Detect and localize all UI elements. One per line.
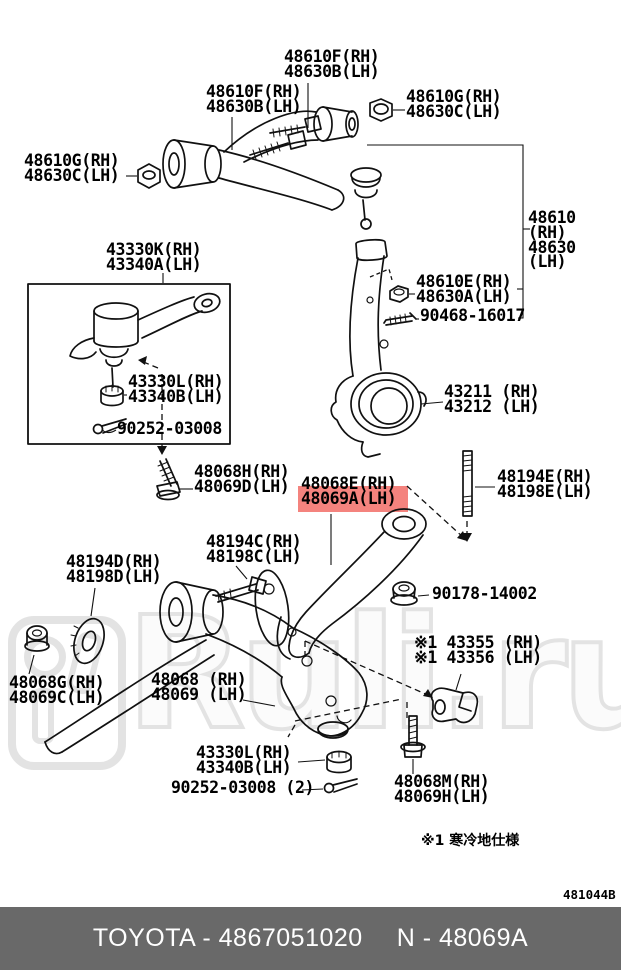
bolt-48068H xyxy=(156,458,181,501)
watermark-logo-circle xyxy=(24,636,66,678)
figure-code: 481044B xyxy=(563,887,616,902)
watermark-text: Ruli.ru xyxy=(124,583,621,764)
nut-48610G-right xyxy=(369,98,393,122)
cam-bolt-48194C xyxy=(215,569,290,647)
ball-joint-box-43330K xyxy=(27,283,231,445)
part-label-43211-43212[interactable]: 43211 (RH) 43212 (LH) xyxy=(444,382,540,416)
part-label-48194C-48198C[interactable]: 48194C(RH) 48198C(LH) xyxy=(206,532,302,566)
part-label-48610F-48630B-a[interactable]: 48610F(RH) 48630B(LH) xyxy=(284,47,380,81)
part-label-43330L-43340B-bottom[interactable]: 43330L(RH) 43340B(LH) xyxy=(196,743,292,777)
part-label-48068-48069[interactable]: 48068 (RH) 48069 (LH) xyxy=(151,670,247,704)
part-label-48068M-48069H[interactable]: 48068M(RH) 48069H(LH) xyxy=(394,772,490,806)
lower-control-arm-48068 xyxy=(44,594,368,755)
front-bushing xyxy=(159,581,224,643)
bolt-90468-16017 xyxy=(383,312,417,326)
part-label-90468-16017[interactable]: 90468-16017 xyxy=(420,306,525,325)
castle-nut-43330L-box xyxy=(100,384,124,407)
rear-lower-control-arm-48068E xyxy=(276,508,427,660)
part-label-43355-43356[interactable]: ※1 43355 (RH) ※1 43356 (LH) xyxy=(414,633,542,667)
part-label-90178-14002[interactable]: 90178-14002 xyxy=(432,584,537,603)
cold-climate-spec-note: ※1 寒冷地仕様 xyxy=(421,833,520,849)
cam-plate-48194D xyxy=(70,617,105,665)
part-label-48610F-48630B-b[interactable]: 48610F(RH) 48630B(LH) xyxy=(206,82,302,116)
leader-lines xyxy=(28,83,530,791)
part-label-48194E-48198E[interactable]: 48194E(RH) 48198E(LH) xyxy=(497,467,593,501)
part-label-43330L-43340B-box[interactable]: 43330L(RH) 43340B(LH) xyxy=(128,372,224,406)
part-label-48610G-48630C-right[interactable]: 48610G(RH) 48630C(LH) xyxy=(406,87,502,121)
bolt-48068M xyxy=(400,715,426,758)
watermark-logo xyxy=(8,616,126,770)
stud-48194E xyxy=(462,450,473,517)
arrowheads xyxy=(138,356,472,698)
part-label-48610G-48630C-left[interactable]: 48610G(RH) 48630C(LH) xyxy=(24,151,120,185)
bolt-48610F-b xyxy=(269,126,306,134)
nut-90178 xyxy=(390,581,418,606)
bracket-43355 xyxy=(430,687,479,724)
footer-part-reference: N - 48069A xyxy=(396,924,529,952)
part-label-48068G-48069C[interactable]: 48068G(RH) 48069C(LH) xyxy=(9,673,105,707)
upper-ball-joint xyxy=(350,167,382,230)
steering-knuckle xyxy=(330,238,427,458)
part-label-48610E-48630A[interactable]: 48610E(RH) 48630A(LH) xyxy=(416,272,512,306)
footer-catalog-number: TOYOTA - 4867051020 xyxy=(92,924,363,952)
selected-part-highlight xyxy=(298,486,408,512)
bolt-48610F-a xyxy=(249,142,289,156)
cotter-pin-90252-bottom xyxy=(323,778,358,794)
watermark-logo-dot xyxy=(32,688,54,744)
part-label-48610-48630[interactable]: 48610 (RH) 48630 (LH) xyxy=(528,208,576,272)
part-label-48068H-48069D[interactable]: 48068H(RH) 48069D(LH) xyxy=(194,462,290,496)
upper-control-arm xyxy=(137,98,393,230)
nut-48068G xyxy=(24,625,50,652)
castle-nut-43330L-bottom xyxy=(326,750,352,774)
part-label-90252-03008[interactable]: 90252-03008 xyxy=(117,419,222,438)
part-label-48068E-48069A-highlighted[interactable]: 48068E(RH) 48069A(LH) xyxy=(301,474,397,508)
nut-48610E xyxy=(389,285,409,303)
part-label-43330K-43340A[interactable]: 43330K(RH) 43340A(LH) xyxy=(106,240,202,274)
part-label-90252-03008-2[interactable]: 90252-03008 (2) xyxy=(171,778,315,797)
footer-bar: TOYOTA - 4867051020 N - 48069A xyxy=(0,907,621,970)
nut-48610G-left xyxy=(137,163,161,189)
part-label-48194D-48198D[interactable]: 48194D(RH) 48198D(LH) xyxy=(66,552,162,586)
